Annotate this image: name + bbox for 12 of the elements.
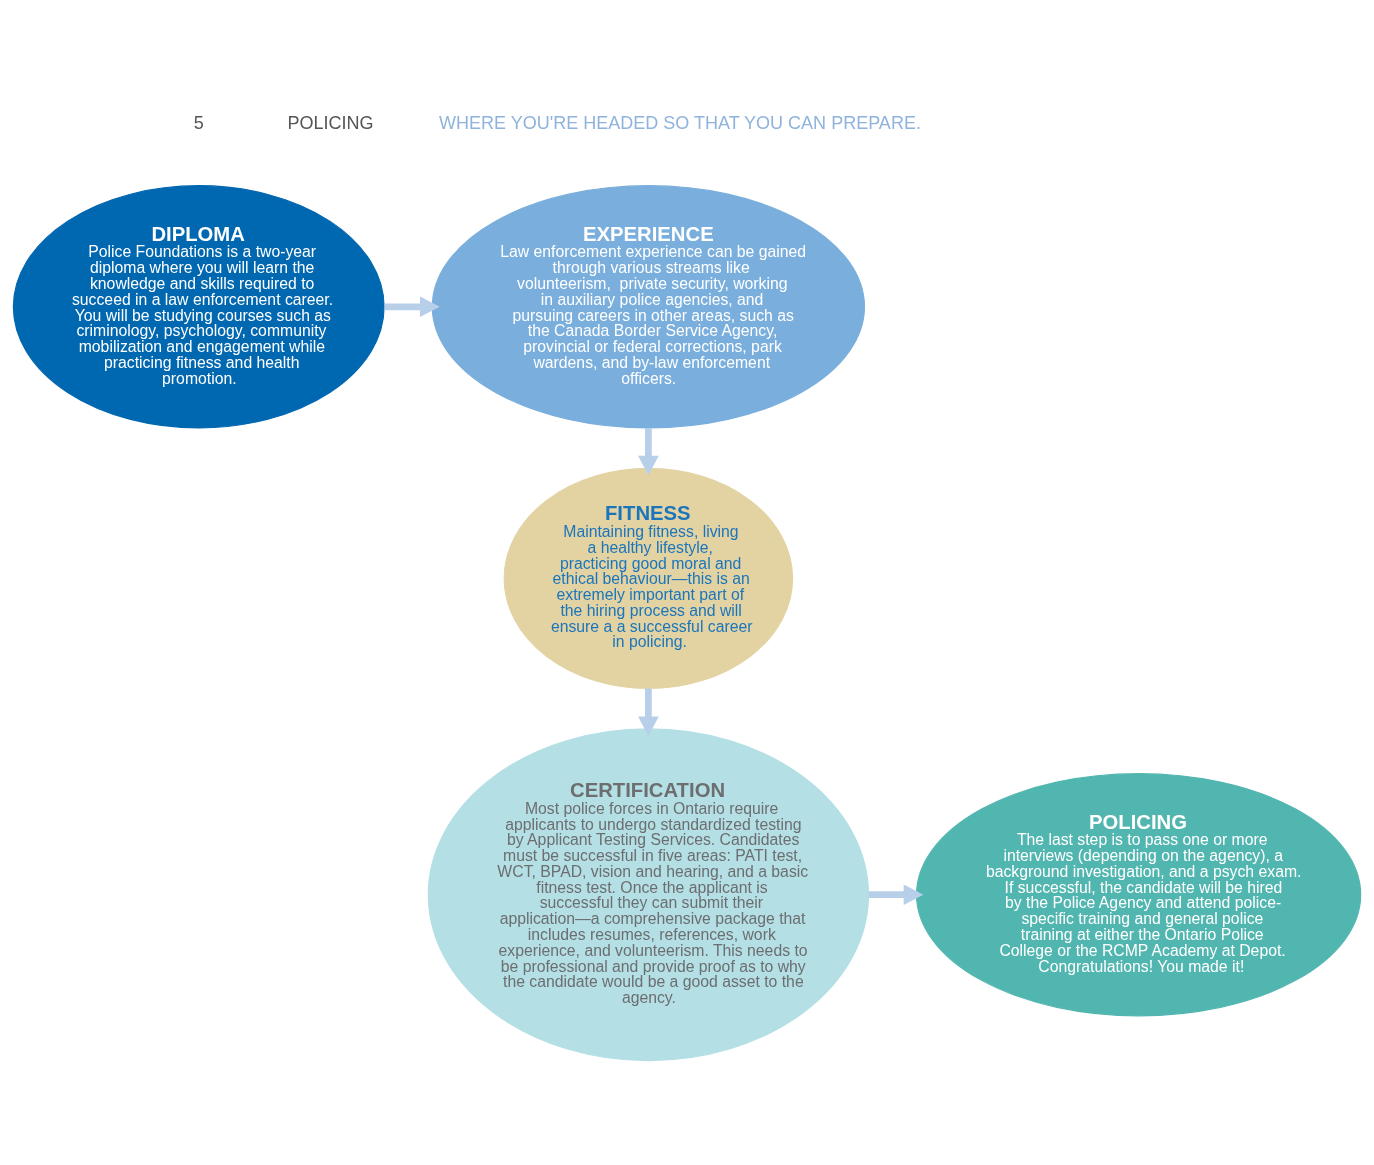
label: WHERE YOU'RE HEADED SO THAT YOU CAN PREPARE. xyxy=(438,113,921,134)
arrow xyxy=(638,688,659,737)
label: POLICING xyxy=(287,113,374,134)
arrow xyxy=(638,428,659,476)
node-ellipse: FITNESS Maintaining fitness, living a healthy lifestyle, practicing good moral and ethical behaviour—this is an extremely important part of the hiring process and will ensure a a successful career in policing. xyxy=(503,467,794,690)
node-ellipse: DIPLOMA Police Foundations is a two-year diploma where you will learn the knowledge and skills required to succeed in a law enforcement career. You will be studying courses such as criminology, psychology, community mobilization and engagement while practicing fitness and health promotion. xyxy=(12,185,385,429)
arrow xyxy=(868,884,924,906)
arrow xyxy=(384,296,440,318)
node-ellipse: POLICING The last step is to pass one or more interviews (depending on the agency), a background investigation, and a psych exam. If successful, the candidate will be hired by the Police Agency and attend police-specific training and general police training at either the Ontario Police College or the RCMP Academy at Depot. Congratulations! You made it! xyxy=(915,773,1362,1017)
node-ellipse: EXPERIENCE Law enforcement experience can be gained through various streams like volunteerism, private security, working in auxiliary police agencies, and pursuing careers in other areas, such as the Canada Border Service Agency, provincial or federal corrections, park wardens, and by-law enforcement officers. xyxy=(431,185,866,429)
label: 5 xyxy=(193,113,204,134)
node-ellipse: CERTIFICATION Most police forces in Ontario require applicants to undergo standardized testing by Applicant Testing Services. Candidates must be successful in five areas: PATI test, WCT, BPAD, vision and hearing, and a basic fitness test. Once the applicant is successful they can submit their application—a comprehensive package that includes resumes, references, work experience, and volunteerism. This needs to be professional and provide proof as to why the candidate would be a good asset to the agency. xyxy=(427,728,870,1062)
